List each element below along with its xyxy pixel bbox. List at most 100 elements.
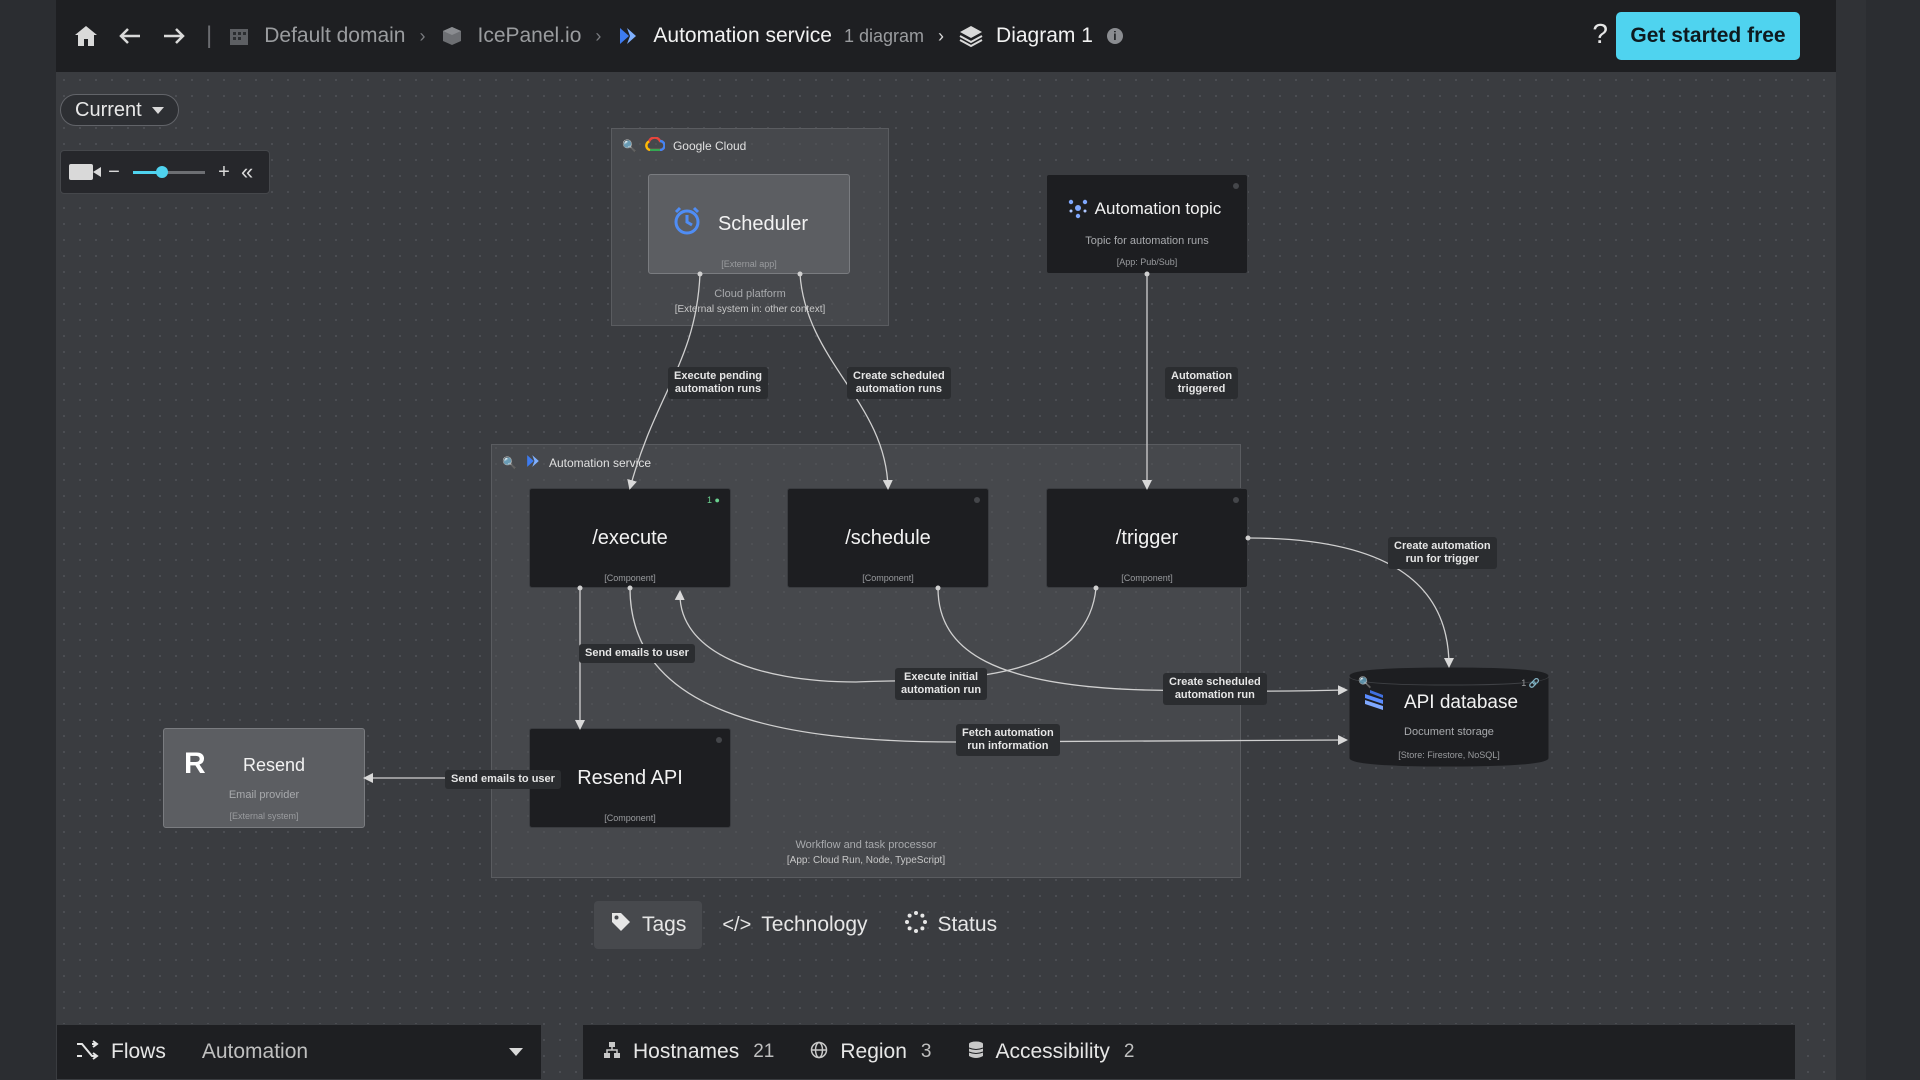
node-status-dot bbox=[1233, 497, 1239, 503]
flows-panel[interactable]: Flows Automation bbox=[56, 1024, 542, 1080]
tab-technology[interactable]: </> Technology bbox=[706, 901, 883, 949]
node-execute-badge: 1 ● bbox=[707, 495, 720, 505]
status-icon bbox=[904, 910, 928, 940]
scheduler-clock-icon bbox=[671, 205, 703, 242]
filter-accessibility-count: 2 bbox=[1123, 1041, 1135, 1062]
zoom-slider-fill bbox=[133, 170, 162, 174]
zoom-search-icon[interactable]: 🔍 bbox=[502, 455, 517, 470]
home-icon[interactable] bbox=[68, 18, 104, 54]
filter-region[interactable]: Region 3 bbox=[810, 1040, 932, 1064]
filter-accessibility[interactable]: Accessibility 2 bbox=[968, 1040, 1135, 1064]
filter-hostnames-label: Hostnames bbox=[633, 1040, 740, 1063]
node-topic-title: Automation topic bbox=[1094, 199, 1222, 218]
breadcrumb-domain[interactable]: Default domain bbox=[226, 23, 405, 49]
breadcrumb-system[interactable]: Automation service 1 diagram bbox=[615, 23, 924, 49]
pubsub-icon bbox=[1067, 197, 1089, 224]
resend-logo-icon: R bbox=[184, 747, 206, 780]
hostnames-icon bbox=[603, 1041, 621, 1064]
caret-down-icon bbox=[151, 106, 164, 114]
diagram-canvas[interactable]: Current − + « 🔍 Google Cloud Cloud bbox=[56, 72, 1836, 1080]
filter-hostnames[interactable]: Hostnames 21 bbox=[603, 1040, 774, 1064]
breadcrumb-landscape-label: IcePanel.io bbox=[477, 24, 582, 47]
group-google-cloud-footer: Cloud platform [External system in: othe… bbox=[612, 287, 888, 317]
database-shape bbox=[1348, 666, 1550, 768]
zoom-in-button[interactable]: + bbox=[218, 160, 230, 183]
node-resend[interactable]: R Resend Email provider [External system… bbox=[163, 728, 365, 828]
zoom-slider-handle[interactable] bbox=[155, 165, 168, 178]
group-google-cloud-desc: Cloud platform bbox=[714, 288, 786, 300]
node-resend-desc: Email provider bbox=[228, 789, 300, 801]
google-cloud-logo-icon bbox=[645, 136, 666, 154]
node-status-dot bbox=[974, 497, 980, 503]
node-scheduler-tag: [External app] bbox=[721, 259, 777, 269]
node-schedule[interactable]: /schedule [Component] bbox=[787, 488, 989, 588]
edge-label[interactable]: Create scheduled automation runs bbox=[847, 367, 951, 399]
node-topic-desc: Topic for automation runs bbox=[1085, 235, 1209, 247]
top-bar: | Default domain › IcePanel.io › Automat… bbox=[56, 0, 1836, 72]
tab-status-label: Status bbox=[937, 913, 998, 936]
node-automation-topic[interactable]: Automation topic Topic for automation ru… bbox=[1046, 174, 1248, 274]
group-automation-desc: Workflow and task processor bbox=[795, 839, 937, 851]
zoom-out-button[interactable]: − bbox=[108, 160, 120, 183]
filter-region-label: Region bbox=[840, 1040, 907, 1063]
breadcrumb-domain-label: Default domain bbox=[264, 24, 406, 47]
filter-accessibility-label: Accessibility bbox=[995, 1040, 1110, 1063]
breadcrumb-diagram-label: Diagram 1 bbox=[996, 24, 1093, 47]
node-trigger[interactable]: /trigger [Component] bbox=[1046, 488, 1248, 588]
node-execute[interactable]: 1 ● /execute [Component] bbox=[529, 488, 731, 588]
filter-tabs: Tags </> Technology Status bbox=[594, 900, 1017, 950]
node-trigger-title: /trigger bbox=[1115, 527, 1179, 549]
node-scheduler[interactable]: Scheduler [External app] bbox=[648, 174, 850, 274]
edge-label[interactable]: Send emails to user bbox=[579, 644, 695, 663]
cube-icon bbox=[439, 23, 465, 49]
node-trigger-tag: [Component] bbox=[1121, 573, 1173, 583]
tab-status[interactable]: Status bbox=[888, 901, 1014, 949]
edge-label[interactable]: Create scheduled automation run bbox=[1163, 673, 1267, 705]
node-execute-tag: [Component] bbox=[604, 573, 656, 583]
group-google-cloud-tech: [External system in: other context] bbox=[674, 304, 826, 315]
flows-label: Flows bbox=[111, 1040, 166, 1063]
tag-icon bbox=[610, 911, 632, 939]
info-icon[interactable]: i bbox=[1106, 28, 1123, 44]
zoom-controls: − + « bbox=[60, 150, 270, 194]
chevron-right-icon: › bbox=[938, 25, 945, 46]
edge-label[interactable]: Create automation run for trigger bbox=[1388, 537, 1497, 569]
node-resend-tag: [External system] bbox=[229, 811, 299, 821]
edge-label[interactable]: Automation triggered bbox=[1165, 367, 1239, 399]
divider: | bbox=[206, 22, 213, 49]
layers-icon bbox=[958, 23, 984, 49]
group-automation-name: Automation service bbox=[548, 455, 651, 470]
building-icon bbox=[226, 23, 252, 49]
code-icon: </> bbox=[722, 913, 752, 936]
filter-hostnames-count: 21 bbox=[753, 1041, 775, 1062]
group-google-cloud-header: 🔍 Google Cloud bbox=[622, 136, 747, 154]
breadcrumb-diagram[interactable]: Diagram 1 i bbox=[958, 23, 1123, 49]
firestore-icon bbox=[1362, 688, 1386, 719]
collapse-icon[interactable]: « bbox=[241, 159, 254, 184]
group-google-cloud-name: Google Cloud bbox=[672, 138, 747, 153]
zoom-slider[interactable] bbox=[133, 165, 205, 178]
database-icon bbox=[968, 1041, 984, 1064]
edge-label[interactable]: Execute initial automation run bbox=[895, 668, 988, 700]
tab-technology-label: Technology bbox=[761, 913, 868, 936]
zoom-search-icon[interactable]: 🔍 bbox=[622, 138, 637, 153]
help-icon[interactable]: ? bbox=[1592, 18, 1608, 49]
node-apidb-tag: [Store: Firestore, NoSQL] bbox=[1398, 750, 1500, 760]
node-resend-api-title: Resend API bbox=[577, 767, 683, 789]
edge-label[interactable]: Fetch automation run information bbox=[956, 724, 1060, 756]
back-arrow-icon[interactable] bbox=[112, 18, 148, 54]
get-started-button[interactable]: Get started free bbox=[1616, 12, 1800, 60]
camera-icon[interactable] bbox=[69, 164, 101, 180]
caret-down-icon[interactable] bbox=[509, 1048, 523, 1056]
version-dropdown[interactable]: Current bbox=[60, 94, 179, 126]
tab-tags[interactable]: Tags bbox=[594, 901, 703, 949]
group-automation-header: 🔍 Automation service bbox=[502, 453, 651, 472]
zoom-search-icon[interactable]: 🔍 bbox=[1358, 677, 1372, 689]
tab-tags-label: Tags bbox=[642, 913, 687, 936]
app-window: | Default domain › IcePanel.io › Automat… bbox=[56, 0, 1836, 1080]
node-api-database[interactable]: 1 🔗 🔍 API database Document storage [Sto… bbox=[1348, 666, 1550, 768]
edge-label[interactable]: Send emails to user bbox=[445, 770, 561, 789]
edge-label[interactable]: Execute pending automation runs bbox=[668, 367, 769, 399]
forward-arrow-icon[interactable] bbox=[156, 18, 192, 54]
breadcrumb-landscape[interactable]: IcePanel.io bbox=[439, 23, 581, 49]
